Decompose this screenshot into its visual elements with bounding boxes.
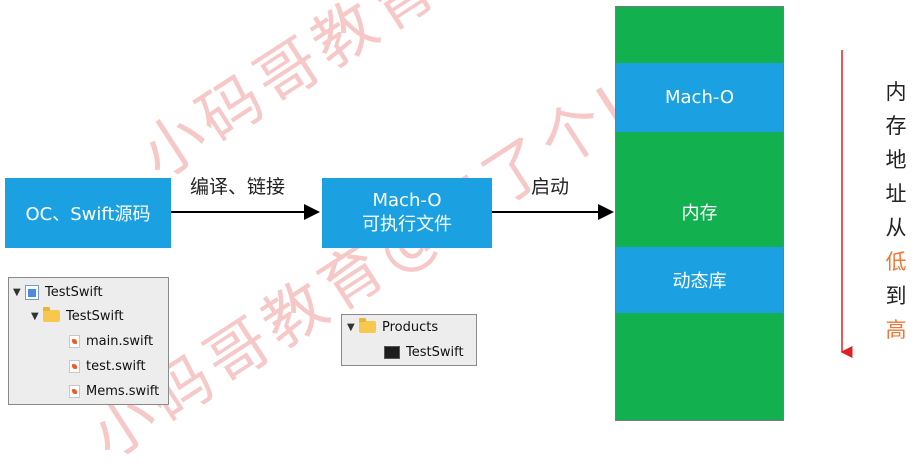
project-icon	[25, 284, 39, 300]
address-note-char: 存	[885, 114, 907, 138]
address-note-char-low: 低	[885, 250, 907, 274]
disclosure-triangle-icon[interactable]: ▼	[31, 310, 39, 322]
address-note-char: 内	[885, 80, 907, 104]
memory-segment-macho: Mach-O	[616, 63, 783, 132]
source-code-label: OC、Swift源码	[25, 204, 151, 225]
folder-icon	[359, 318, 376, 333]
compile-link-label: 编译、链接	[190, 176, 286, 198]
tree-row-file[interactable]: Mems.swift	[69, 382, 159, 400]
tree-row-products-folder[interactable]: ▼ Products	[347, 318, 438, 336]
address-note-char: 址	[885, 182, 907, 206]
macho-executable-subtitle: 可执行文件	[362, 214, 452, 235]
address-note-char-high: 高	[885, 318, 907, 342]
launch-label: 启动	[531, 176, 570, 198]
executable-icon	[384, 345, 400, 359]
address-note-char: 到	[885, 284, 907, 308]
tree-row-label: test.swift	[86, 358, 146, 374]
tree-row-label: Mems.swift	[86, 383, 160, 399]
tree-row-label: TestSwift	[66, 308, 124, 324]
source-code-box: OC、Swift源码	[5, 178, 171, 248]
tree-row-label: TestSwift	[406, 344, 464, 360]
project-navigator-panel: ▼ TestSwift ▼ TestSwift main.swift test.…	[8, 277, 169, 405]
tree-row-file[interactable]: main.swift	[69, 332, 153, 350]
swift-file-icon	[69, 359, 80, 373]
macho-executable-box: Mach-O 可执行文件	[322, 178, 492, 248]
tree-row-label: main.swift	[86, 333, 154, 349]
tree-row-label: Products	[382, 319, 439, 335]
address-note-char: 地	[885, 148, 907, 172]
swift-file-icon	[69, 384, 80, 398]
memory-column-outline	[615, 6, 784, 421]
products-navigator-panel: ▼ Products TestSwift	[341, 314, 477, 366]
tree-row-project[interactable]: ▼ TestSwift	[13, 283, 103, 301]
tree-row-folder[interactable]: ▼ TestSwift	[31, 307, 124, 325]
tree-row-label: TestSwift	[45, 284, 103, 300]
tree-row-executable[interactable]: TestSwift	[384, 343, 464, 361]
folder-icon	[43, 307, 60, 322]
memory-segment-dylib: 动态库	[616, 247, 783, 313]
disclosure-triangle-icon[interactable]: ▼	[347, 321, 355, 333]
swift-file-icon	[69, 334, 80, 348]
disclosure-triangle-icon[interactable]: ▼	[13, 286, 21, 298]
memory-segment-top	[616, 7, 783, 63]
macho-executable-title: Mach-O	[372, 190, 442, 211]
memory-segment-bottom	[616, 313, 783, 420]
flow-arrows	[171, 50, 853, 358]
address-note-char: 从	[885, 216, 907, 240]
tree-row-file[interactable]: test.swift	[69, 357, 146, 375]
